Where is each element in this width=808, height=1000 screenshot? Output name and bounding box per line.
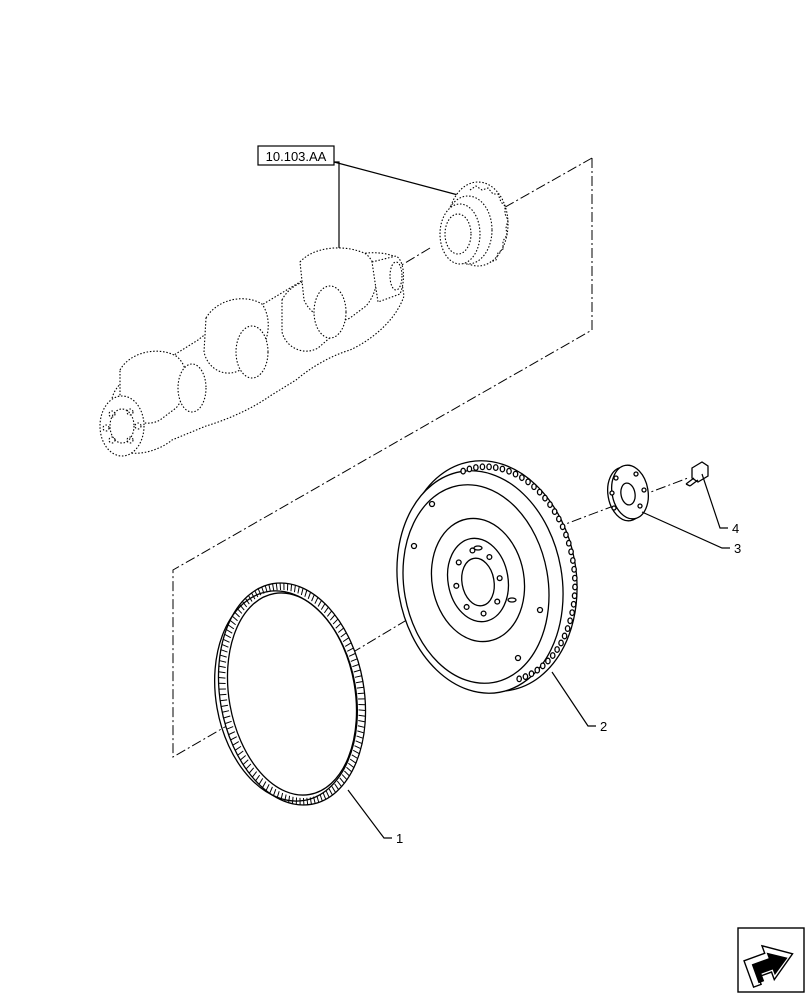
reference-code: 10.103.AA [266,149,327,164]
callout-3[interactable]: 3 [734,541,741,556]
washer-plate [607,464,649,522]
callout-1[interactable]: 1 [396,831,403,846]
flywheel-rim-holes [460,463,578,683]
flywheel-bolt [685,461,709,487]
callout-4[interactable]: 4 [732,521,739,536]
crankshaft-gear [439,181,509,267]
callout-leaders [347,473,730,839]
next-page-arrow-icon[interactable] [737,927,805,993]
callout-2[interactable]: 2 [600,719,607,734]
ring-gear-teeth [218,582,366,806]
flywheel [396,460,578,694]
reference-leaders [333,161,459,248]
reference-label[interactable]: 10.103.AA [257,145,335,166]
flywheel-hub-bolt-holes [453,547,503,617]
crankshaft [99,247,405,457]
ring-gear [213,582,367,806]
